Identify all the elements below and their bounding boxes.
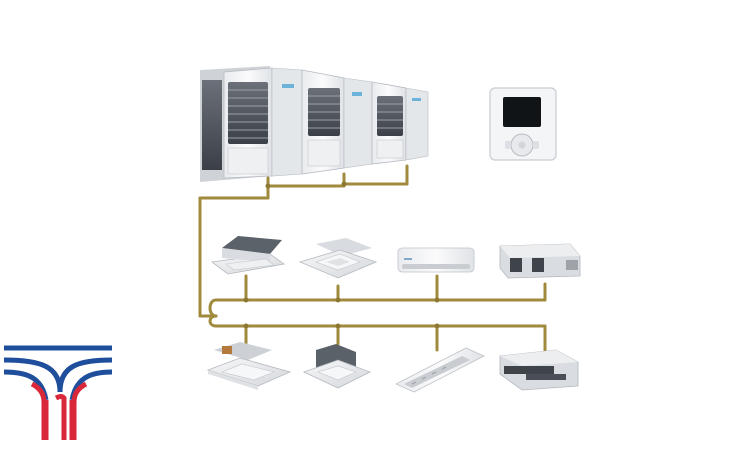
ducted-unit bbox=[499, 243, 581, 279]
outdoor-unit-1 bbox=[200, 66, 303, 182]
outdoor-units bbox=[200, 66, 429, 182]
wired-controller bbox=[489, 87, 557, 161]
indoor-units-lower bbox=[206, 342, 579, 393]
fan-grille-icon bbox=[377, 96, 403, 136]
controller-screen bbox=[503, 97, 541, 127]
company-logo bbox=[3, 345, 113, 440]
brand-logo-icon bbox=[412, 98, 421, 101]
outdoor-unit-3 bbox=[371, 81, 429, 165]
outdoor-unit-2 bbox=[301, 69, 373, 175]
indoor-units-upper bbox=[210, 236, 581, 279]
brand-logo-icon bbox=[352, 92, 362, 96]
compact-cassette-unit bbox=[302, 344, 371, 389]
lower-loop bbox=[208, 314, 218, 328]
floor-ceiling-unit bbox=[395, 347, 485, 393]
outdoor-header bbox=[198, 182, 409, 200]
upper-loop bbox=[208, 298, 218, 318]
main-riser bbox=[198, 196, 218, 318]
ceiling-concealed-unit bbox=[210, 236, 286, 275]
fan-grille-icon bbox=[228, 82, 268, 144]
slim-duct-unit bbox=[499, 349, 579, 391]
wall-mounted-unit bbox=[397, 247, 475, 273]
ceiling-cassette-unit bbox=[206, 342, 292, 390]
pipe-joints bbox=[243, 181, 440, 329]
pipe-connector-icon bbox=[222, 346, 232, 354]
side-coil-grille bbox=[202, 80, 222, 170]
brand-logo-icon bbox=[282, 84, 294, 88]
cassette-unit bbox=[298, 238, 378, 279]
